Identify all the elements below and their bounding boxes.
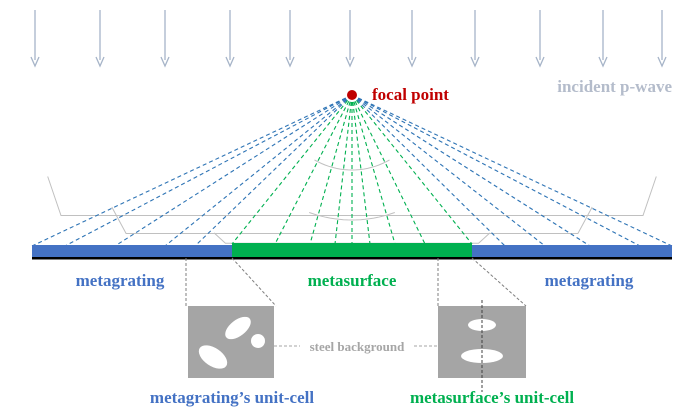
wavefront-arc [309, 212, 395, 221]
metagrating-ray [164, 94, 353, 247]
metasurface-label: metasurface [308, 271, 397, 290]
metagrating-inclusion-3 [251, 334, 265, 348]
metagrating-ray [351, 94, 641, 247]
incident-arrow [598, 10, 608, 68]
metasurface-ray [309, 94, 353, 245]
metagrating-inclusion-2 [198, 345, 228, 369]
metagrating-right-label: metagrating [545, 271, 634, 290]
incident-arrow [657, 10, 667, 68]
steel-background-label: steel background [310, 339, 406, 354]
metagrating-left-label: metagrating [76, 271, 165, 290]
incident-arrow [470, 10, 480, 68]
metagrating-ray [31, 94, 353, 247]
metasurface-ray [351, 94, 473, 245]
focal-point-label: focal point [372, 85, 449, 104]
incident-arrow [95, 10, 105, 68]
metagrating-unit-cell [188, 306, 274, 378]
metagrating-bar-left [32, 245, 232, 257]
focusing-rays [31, 94, 673, 247]
metagrating-ray [64, 94, 353, 247]
metasurface-ray [351, 94, 396, 245]
focal-point-dot [347, 90, 357, 100]
incident-arrow [285, 10, 295, 68]
incident-wave-label: incident p-wave [557, 77, 672, 96]
metasurface-bar [232, 243, 472, 257]
metagrating-ray [351, 94, 506, 247]
metasurface-ray [231, 94, 353, 245]
metagrating-ray [114, 94, 353, 247]
incident-arrow [345, 10, 355, 68]
incident-arrow [407, 10, 417, 68]
incident-arrow [225, 10, 235, 68]
metagrating-ray [351, 94, 591, 247]
wavefront-arc [314, 159, 390, 171]
metagrating-ray [194, 94, 353, 247]
metasurface-ray [334, 94, 353, 245]
metagrating-bar-right [472, 245, 672, 257]
metasurface-cell-label: metasurface’s unit-cell [410, 388, 574, 407]
incident-wave-arrows [30, 10, 667, 68]
metagrating-cell-label: metagrating’s unit-cell [150, 388, 314, 407]
metagrating-inclusion-1 [225, 316, 251, 340]
metagrating-ray [351, 94, 546, 247]
metasurface-unit-cell [438, 300, 526, 392]
wavefront-arc [111, 206, 593, 234]
incident-arrow [160, 10, 170, 68]
incident-arrow [535, 10, 545, 68]
incident-arrow [30, 10, 40, 68]
zoom-guides [185, 257, 527, 307]
metagrating-ray [351, 94, 673, 247]
